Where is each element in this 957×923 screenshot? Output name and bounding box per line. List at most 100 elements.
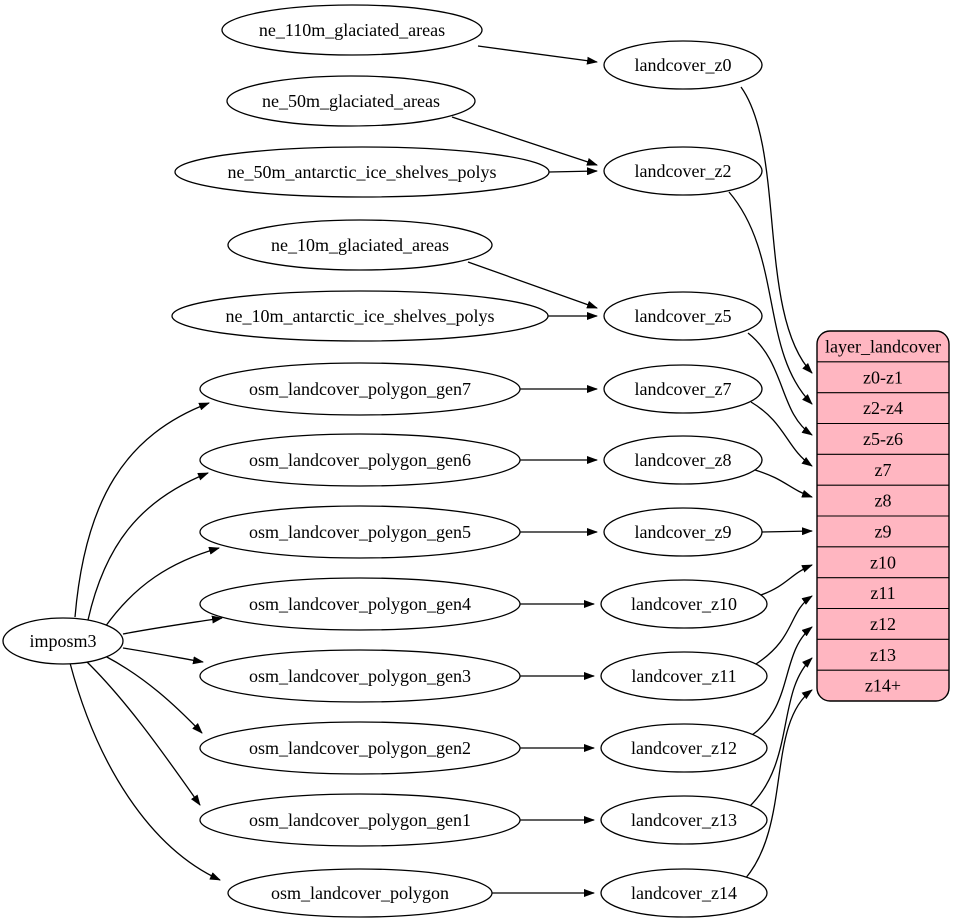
- node-label-ne_110m_glaciated_areas: ne_110m_glaciated_areas: [259, 20, 445, 40]
- node-ellipse-landcover_z11: [600, 651, 768, 701]
- node-landcover_z9: landcover_z9: [603, 507, 763, 557]
- node-landcover_z0: landcover_z0: [603, 40, 763, 90]
- node-osm_landcover_polygon: osm_landcover_polygon: [227, 868, 493, 918]
- node-ellipse-landcover_z9: [603, 507, 763, 557]
- edge-landcover_z13-to-layer_landcover-z13: [748, 657, 813, 808]
- node-landcover_z8: landcover_z8: [603, 435, 763, 485]
- node-label-osm_landcover_polygon_gen4: osm_landcover_polygon_gen4: [249, 594, 471, 614]
- node-label-landcover_z0: landcover_z0: [635, 55, 732, 75]
- node-label-landcover_z10: landcover_z10: [631, 594, 737, 614]
- node-ellipse-ne_10m_glaciated_areas: [227, 219, 493, 271]
- node-ellipse-osm_landcover_polygon_gen1: [199, 793, 521, 847]
- node-landcover_z7: landcover_z7: [603, 364, 763, 414]
- node-ne_110m_glaciated_areas: ne_110m_glaciated_areas: [221, 4, 483, 56]
- node-ellipse-landcover_z2: [603, 146, 763, 196]
- record-row-z12: z12: [870, 614, 896, 634]
- edge-imposm3-to-osm_landcover_polygon_gen4: [122, 615, 223, 635]
- edge-ne_50m_antarctic_ice_shelves_polys-to-landcover_z2: [548, 167, 598, 176]
- node-ellipse-landcover_z12: [600, 723, 768, 773]
- edge-ne_10m_glaciated_areas-to-landcover_z5: [467, 261, 598, 309]
- record-row-z2-z4: z2-z4: [863, 398, 903, 418]
- node-landcover_z14: landcover_z14: [600, 868, 768, 918]
- node-ne_10m_antarctic_ice_shelves_polys: ne_10m_antarctic_ice_shelves_polys: [171, 290, 549, 342]
- node-ellipse-landcover_z14: [600, 868, 768, 918]
- node-ne_50m_glaciated_areas: ne_50m_glaciated_areas: [226, 75, 476, 127]
- edge-landcover_z11-to-layer_landcover-z11: [755, 595, 813, 665]
- node-label-landcover_z5: landcover_z5: [635, 306, 732, 326]
- edges-layer: [69, 45, 813, 897]
- nodes-layer: imposm3 ne_110m_glaciated_areas ne_50m_gla…: [2, 4, 768, 918]
- node-ellipse-landcover_z8: [603, 435, 763, 485]
- node-label-ne_10m_antarctic_ice_shelves_polys: ne_10m_antarctic_ice_shelves_polys: [226, 306, 495, 326]
- record-title-layer_landcover: layer_landcover: [825, 336, 941, 356]
- node-ellipse-landcover_z7: [603, 364, 763, 414]
- edge-landcover_z2-to-layer_landcover-z2-z4: [728, 191, 813, 405]
- node-label-osm_landcover_polygon_gen5: osm_landcover_polygon_gen5: [249, 522, 471, 542]
- node-ellipse-osm_landcover_polygon_gen7: [199, 362, 521, 416]
- node-ellipse-osm_landcover_polygon_gen4: [199, 577, 521, 631]
- edge-landcover_z9-to-layer_landcover-z9: [761, 527, 813, 536]
- node-osm_landcover_polygon_gen7: osm_landcover_polygon_gen7: [199, 362, 521, 416]
- node-osm_landcover_polygon_gen5: osm_landcover_polygon_gen5: [199, 505, 521, 559]
- node-osm_landcover_polygon_gen4: osm_landcover_polygon_gen4: [199, 577, 521, 631]
- node-ne_10m_glaciated_areas: ne_10m_glaciated_areas: [227, 219, 493, 271]
- node-ellipse-ne_50m_antarctic_ice_shelves_polys: [174, 146, 550, 198]
- node-ellipse-osm_landcover_polygon_gen2: [199, 721, 521, 775]
- node-landcover_z10: landcover_z10: [600, 579, 768, 629]
- record-row-z5-z6: z5-z6: [863, 429, 903, 449]
- node-label-landcover_z8: landcover_z8: [635, 450, 732, 470]
- node-label-landcover_z13: landcover_z13: [631, 810, 737, 830]
- edge-landcover_z10-to-layer_landcover-z10: [760, 564, 813, 596]
- node-label-osm_landcover_polygon_gen6: osm_landcover_polygon_gen6: [249, 450, 471, 470]
- node-ellipse-osm_landcover_polygon_gen5: [199, 505, 521, 559]
- node-ellipse-ne_50m_glaciated_areas: [226, 75, 476, 127]
- node-ellipse-osm_landcover_polygon: [227, 868, 493, 918]
- edge-imposm3-to-osm_landcover_polygon_gen5: [104, 546, 220, 628]
- record-row-z8: z8: [875, 491, 892, 511]
- node-ellipse-ne_10m_antarctic_ice_shelves_polys: [171, 290, 549, 342]
- node-label-osm_landcover_polygon_gen2: osm_landcover_polygon_gen2: [249, 738, 471, 758]
- node-label-imposm3: imposm3: [29, 631, 96, 651]
- edge-imposm3-to-osm_landcover_polygon_gen7: [74, 402, 210, 618]
- node-label-landcover_z2: landcover_z2: [635, 161, 732, 181]
- edge-landcover_z5-to-layer_landcover-z5-z6: [747, 332, 813, 436]
- edge-imposm3-to-osm_landcover_polygon_gen6: [87, 472, 209, 621]
- record-row-z13: z13: [870, 645, 896, 665]
- record-row-z11: z11: [870, 583, 895, 603]
- node-label-landcover_z7: landcover_z7: [635, 379, 732, 399]
- edge-landcover_z12-to-layer_landcover-z12: [751, 626, 813, 736]
- node-landcover_z11: landcover_z11: [600, 651, 768, 701]
- edge-landcover_z7-to-layer_landcover-z7: [750, 401, 813, 467]
- node-ellipse-osm_landcover_polygon_gen6: [199, 433, 521, 487]
- record-row-z7: z7: [875, 460, 892, 480]
- node-label-ne_50m_antarctic_ice_shelves_polys: ne_50m_antarctic_ice_shelves_polys: [228, 162, 497, 182]
- node-label-landcover_z11: landcover_z11: [631, 666, 736, 686]
- node-ellipse-osm_landcover_polygon_gen3: [199, 649, 521, 703]
- node-label-ne_50m_glaciated_areas: ne_50m_glaciated_areas: [262, 91, 440, 111]
- node-label-osm_landcover_polygon_gen7: osm_landcover_polygon_gen7: [249, 379, 471, 399]
- record-row-z10: z10: [870, 552, 896, 572]
- node-landcover_z13: landcover_z13: [600, 795, 768, 845]
- node-label-landcover_z12: landcover_z12: [631, 738, 737, 758]
- node-imposm3: imposm3: [2, 617, 124, 665]
- node-ellipse-landcover_z10: [600, 579, 768, 629]
- edge-imposm3-to-osm_landcover_polygon_gen1: [85, 660, 201, 806]
- edge-imposm3-to-osm_landcover_polygon: [69, 662, 221, 881]
- node-layer_landcover: layer_landcoverz0-z1z2-z4z5-z6z7z8z9z10z…: [816, 330, 950, 702]
- node-ellipse-imposm3: [2, 617, 124, 665]
- node-ellipse-ne_110m_glaciated_areas: [221, 4, 483, 56]
- edge-landcover_z0-to-layer_landcover-z0-z1: [740, 86, 813, 374]
- node-ellipse-landcover_z0: [603, 40, 763, 90]
- node-ne_50m_antarctic_ice_shelves_polys: ne_50m_antarctic_ice_shelves_polys: [174, 146, 550, 198]
- node-osm_landcover_polygon_gen2: osm_landcover_polygon_gen2: [199, 721, 521, 775]
- node-landcover_z12: landcover_z12: [600, 723, 768, 773]
- edge-ne_50m_glaciated_areas-to-landcover_z2: [451, 116, 598, 166]
- edge-ne_110m_glaciated_areas-to-landcover_z0: [477, 45, 598, 65]
- record-row-z9: z9: [875, 521, 892, 541]
- record-row-z14+: z14+: [865, 676, 901, 696]
- edge-landcover_z8-to-layer_landcover-z8: [754, 469, 813, 498]
- node-label-ne_10m_glaciated_areas: ne_10m_glaciated_areas: [271, 235, 449, 255]
- node-label-osm_landcover_polygon_gen1: osm_landcover_polygon_gen1: [249, 810, 471, 830]
